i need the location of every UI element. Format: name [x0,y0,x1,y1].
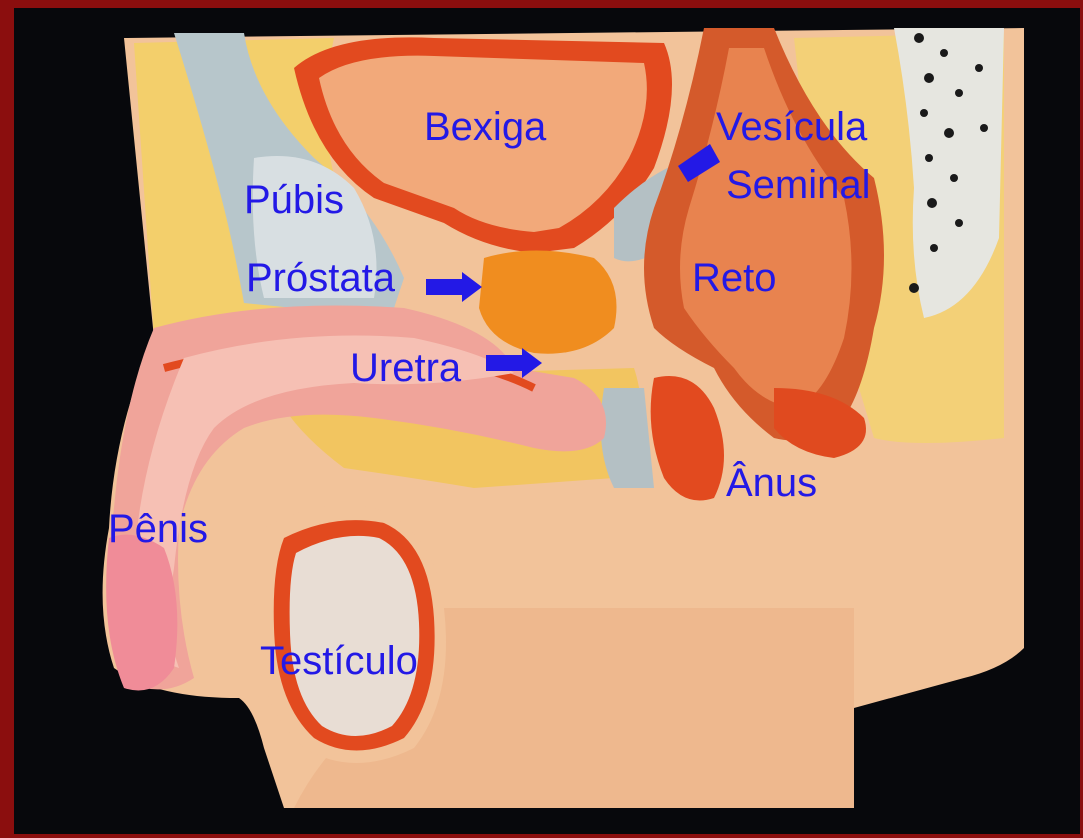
label-anus: Ânus [726,463,817,503]
label-prostata: Próstata [246,258,395,298]
label-penis: Pênis [108,509,208,549]
label-uretra: Uretra [350,348,461,388]
arrow-prostata-icon [426,272,482,302]
anatomy-model-photo: Bexiga Vesícula Seminal Púbis Próstata R… [14,8,1080,834]
arrow-vesicula-icon [678,144,720,182]
label-pubis: Púbis [244,180,344,220]
label-reto: Reto [692,258,777,298]
glans [106,535,177,691]
label-testiculo: Testículo [260,641,418,681]
testicle [290,536,420,736]
anatomy-model-illustration [14,8,1080,834]
label-vesicula: Vesícula [716,107,867,147]
label-seminal: Seminal [726,165,871,205]
arrow-uretra-icon [486,348,542,378]
label-bexiga: Bexiga [424,107,546,147]
